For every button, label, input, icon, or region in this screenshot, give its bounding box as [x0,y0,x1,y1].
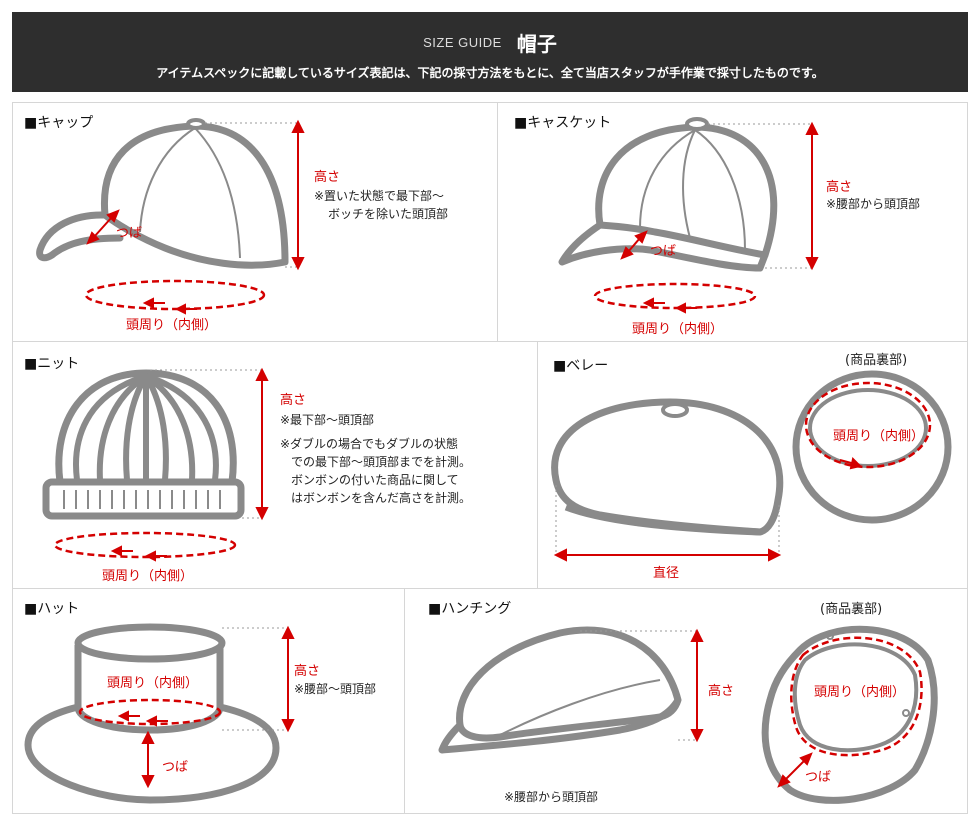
cap-head-label: 頭周り（内側） [126,318,218,333]
cap-illustration [36,118,305,315]
cap-title: ■キャップ [24,115,94,131]
cap-height-label: 高さ [314,170,341,185]
hat-height-label: 高さ [294,664,321,679]
knit-head-label: 頭周り（内側） [102,569,194,584]
knit-height-label: 高さ [280,393,307,408]
header-title-row: SIZE GUIDE 帽子 [12,28,968,57]
casquette-height-note: ※腰部から頭頂部 [826,197,921,211]
hat-illustration [24,623,295,804]
casquette-illustration [558,117,819,314]
size-guide-header: SIZE GUIDE 帽子 アイテムスペックに記載しているサイズ表記は、下記の採… [12,12,968,92]
knit-note-2: ※ダブルの場合でもダブルの状態 [280,437,459,451]
panel-hunting [404,588,968,814]
header-description: アイテムスペックに記載しているサイズ表記は、下記の採寸方法をもとに、全て当店スタ… [156,66,824,80]
beret-head-label: 頭周り（内側） [833,429,925,444]
beret-back-label: (商品裏部) [845,353,908,368]
hat-title: ■ハット [24,601,80,617]
hunting-title: ■ハンチング [428,601,512,617]
cap-height-note-2: ボッチを除いた頭頂部 [328,207,449,221]
knit-note-3: での最下部〜頭頂部までを計測。 [291,455,472,469]
hunting-back-label: (商品裏部) [820,602,883,617]
beret-illustration [551,370,952,562]
beret-title: ■ベレー [553,358,609,374]
hunting-height-label: 高さ [708,684,735,699]
knit-illustration [42,367,269,562]
hunting-brim-label: つば [805,770,832,785]
casquette-head-label: 頭周り（内側） [632,322,724,337]
hunting-bottom-note: ※腰部から頭頂部 [504,790,599,804]
knit-note-5: はボンボンを含んだ高さを計測。 [291,491,472,505]
casquette-title: ■キャスケット [514,115,612,131]
beret-diameter-label: 直径 [653,566,680,581]
hat-height-note: ※腰部〜頭頂部 [294,682,377,696]
cap-brim-label: つば [116,226,143,241]
casquette-height-label: 高さ [826,180,853,195]
hat-brim-label: つば [162,760,189,775]
size-guide-label: SIZE GUIDE [423,35,502,50]
cap-height-note-1: ※置いた状態で最下部〜 [314,189,445,203]
page-title: 帽子 [516,32,557,56]
knit-note-1: ※最下部〜頭頂部 [280,413,375,427]
knit-note-4: ボンボンの付いた商品に関して [291,473,459,487]
knit-title: ■ニット [24,356,80,372]
hunting-head-label: 頭周り（内側） [814,685,906,700]
casquette-brim-label: つば [650,244,677,259]
hat-head-label: 頭周り（内側） [107,676,199,691]
